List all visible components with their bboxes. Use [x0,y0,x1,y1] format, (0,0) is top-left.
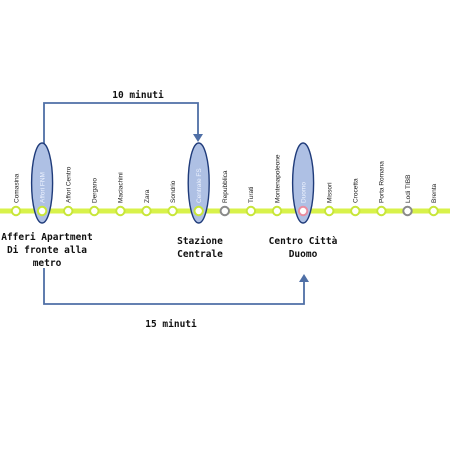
highlighted-stations [30,142,315,224]
station-label-brenta: Brenta [431,183,438,203]
route-arrows [43,102,309,305]
station-dot-affori-centro[interactable] [62,205,74,217]
highlight-ellipse-duomo [291,142,315,224]
caption-affori: Afferi Apartment Di fronte alla metro [1,232,93,269]
station-label-duomo: Duomo [300,182,307,203]
station-label-repubblica: Repubblica [222,170,229,203]
highlight-ellipse-affori-fnm [30,142,54,224]
station-label-montenapoleone: Montenapoleone [274,154,281,203]
station-label-zara: Zara [144,189,151,203]
station-dot-repubblica[interactable] [219,205,231,217]
highlight-ellipse-centrale-fs [187,142,210,224]
station-dot-zara[interactable] [141,205,152,217]
caption-centrale: Stazione Centrale [177,236,223,260]
station-dot-montenapoleone[interactable] [271,205,283,217]
caption-duomo: Centro Città Duomo [269,236,338,260]
station-dot-affori-fnm[interactable] [36,205,48,217]
caption-affori-line-1: Afferi Apartment [1,232,93,243]
station-label-dergano: Dergano [92,178,99,203]
station-label-affori-centro: Affori Centro [66,166,73,203]
caption-duomo-line-2: Duomo [289,249,318,260]
caption-centrale-line-1: Stazione [177,236,223,247]
caption-duomo-line-1: Centro Città [269,236,338,247]
station-dot-sondrio[interactable] [167,205,178,217]
station-dot-duomo[interactable] [297,205,309,217]
station-dot-crocetta[interactable] [350,205,361,217]
station-label-sondrio: Sondrio [170,180,177,203]
station-label-turati: Turati [248,187,255,203]
station-dot-maciachini[interactable] [115,205,126,217]
station-label-maciachini: Maciachini [118,172,125,203]
route-top-time-label: 10 minuti [112,90,164,101]
station-dot-brenta[interactable] [428,205,439,217]
route-arrow-bottom [43,268,305,305]
station-label-centrale-fs: Centrale FS [196,168,203,203]
station-list: Comasina Affori FNM Affori Centro Dergano Ma… [10,154,439,217]
caption-affori-line-2: Di fronte alla [7,245,87,256]
station-label-crocetta: Crocetta [353,178,360,203]
station-dot-lodi-tibb[interactable] [402,205,413,217]
station-dot-porta-romana[interactable] [376,205,387,217]
station-dot-comasina[interactable] [10,205,22,217]
caption-centrale-line-2: Centrale [177,249,223,260]
station-dot-turati[interactable] [245,205,257,217]
route-bottom-time-label: 15 minuti [145,319,197,330]
station-label-comasina: Comasina [13,173,20,203]
station-label-affori-fnm: Affori FNM [39,172,46,203]
station-label-missori: Missori [327,182,334,203]
station-dot-centrale-fs[interactable] [193,205,204,217]
station-dot-dergano[interactable] [89,205,100,217]
route-arrow-top [43,102,199,150]
station-label-porta-romana: Porta Romana [379,161,386,203]
station-label-lodi-tibb: Lodi TIBB [405,175,412,203]
route-arrow-top-head [193,134,203,142]
caption-affori-line-3: metro [33,258,62,269]
station-dot-missori[interactable] [324,205,335,217]
route-arrow-bottom-head [299,274,309,282]
